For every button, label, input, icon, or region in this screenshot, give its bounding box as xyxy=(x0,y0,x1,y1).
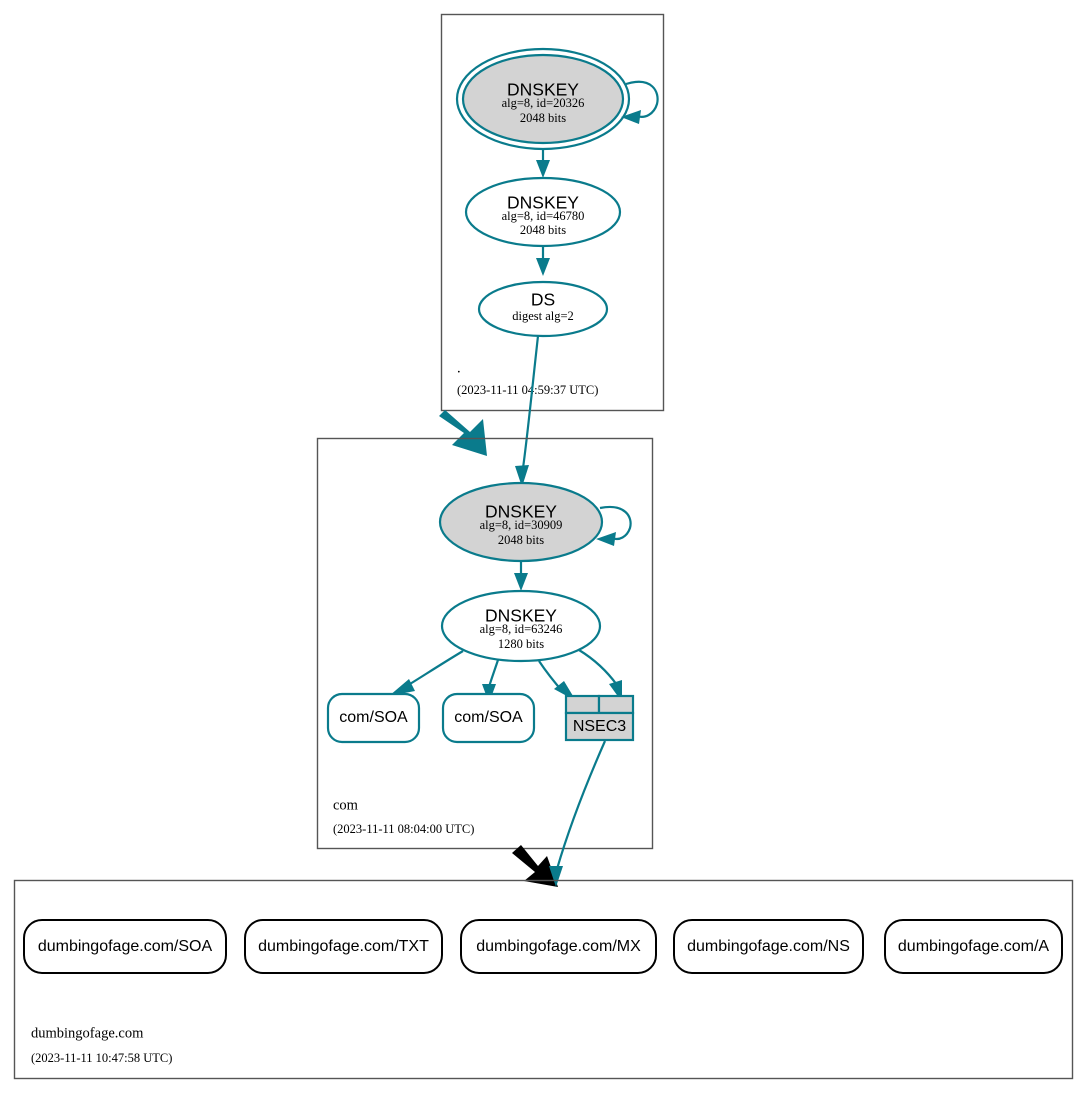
zone-cluster-dumbingofage-border xyxy=(13,879,1074,1080)
doa-a-label: dumbingofage.com/A xyxy=(898,938,1050,955)
root-ds-digest: digest alg=2 xyxy=(512,309,574,323)
com-soa-1-box xyxy=(326,692,421,744)
com-zsk-title: DNSKEY xyxy=(485,606,557,626)
doa-txt-box xyxy=(244,919,443,974)
com-soa-2-label: com/SOA xyxy=(454,709,523,726)
edge-com-zsk-signs-soa-1 xyxy=(389,650,464,696)
zone-label-com-name: com xyxy=(333,797,359,813)
doa-a-box xyxy=(884,919,1063,974)
zone-cluster-com: DNSKEY alg=8, id=30909 2048 bits DNSKEY … xyxy=(316,437,654,850)
node-doa-a[interactable]: dumbingofage.com/A xyxy=(884,919,1063,974)
doa-soa-box xyxy=(23,919,227,974)
com-ksk-title: DNSKEY xyxy=(485,502,557,522)
doa-ns-label: dumbingofage.com/NS xyxy=(687,938,850,955)
zone-cluster-com-border xyxy=(316,437,654,850)
root-zsk-alg-id: alg=8, id=46780 xyxy=(502,209,585,223)
edge-root-ksk-signs-zsk xyxy=(536,149,550,178)
nsec3-header-cell-left xyxy=(564,694,601,715)
root-ds-title: DS xyxy=(531,290,555,310)
node-root-ksk[interactable]: DNSKEY alg=8, id=20326 2048 bits xyxy=(455,47,631,151)
doa-soa-label: dumbingofage.com/SOA xyxy=(38,938,213,955)
root-ksk-title: DNSKEY xyxy=(507,80,579,100)
node-com-zsk[interactable]: DNSKEY alg=8, id=63246 1280 bits xyxy=(440,589,602,663)
node-doa-txt[interactable]: dumbingofage.com/TXT xyxy=(244,919,443,974)
zone-label-root-name: . xyxy=(457,360,461,376)
node-root-ds[interactable]: DS digest alg=2 xyxy=(477,280,609,338)
edge-delegation-com-to-dumbingofage xyxy=(512,845,558,887)
zone-cluster-dumbingofage: dumbingofage.com/SOA dumbingofage.com/TX… xyxy=(13,879,1074,1080)
edge-com-ksk-self-signature xyxy=(596,505,632,546)
node-com-soa-1[interactable]: com/SOA xyxy=(326,692,421,744)
root-zsk-bits: 2048 bits xyxy=(520,223,566,237)
com-ksk-bits: 2048 bits xyxy=(498,533,544,547)
com-soa-1-label: com/SOA xyxy=(339,709,408,726)
doa-ns-box xyxy=(673,919,864,974)
zone-cluster-root-border xyxy=(440,13,665,412)
edge-nsec3-proves-insecure-delegation xyxy=(549,740,607,887)
edge-root-zsk-signs-ds xyxy=(536,246,550,276)
root-ds-ring xyxy=(477,280,609,338)
node-root-zsk[interactable]: DNSKEY alg=8, id=46780 2048 bits xyxy=(464,176,622,248)
node-com-soa-2[interactable]: com/SOA xyxy=(441,692,536,744)
com-ksk-alg-id: alg=8, id=30909 xyxy=(480,518,563,532)
node-doa-soa[interactable]: dumbingofage.com/SOA xyxy=(23,919,227,974)
node-doa-ns[interactable]: dumbingofage.com/NS xyxy=(673,919,864,974)
edge-root-ksk-self-signature xyxy=(621,80,659,124)
com-zsk-alg-id: alg=8, id=63246 xyxy=(480,622,563,636)
com-zsk-bits: 1280 bits xyxy=(498,637,544,651)
edge-com-ksk-signs-zsk xyxy=(514,561,528,591)
zone-label-dumbingofage-timestamp: (2023-11-11 10:47:58 UTC) xyxy=(31,1051,172,1065)
root-ksk-bits: 2048 bits xyxy=(520,111,566,125)
edge-delegation-root-to-com xyxy=(439,410,487,456)
root-zsk-title: DNSKEY xyxy=(507,193,579,213)
doa-mx-box xyxy=(460,919,657,974)
root-ksk-inner-ring xyxy=(461,53,625,145)
root-ksk-alg-id: alg=8, id=20326 xyxy=(502,96,585,110)
node-com-ksk[interactable]: DNSKEY alg=8, id=30909 2048 bits xyxy=(438,481,604,563)
doa-mx-label: dumbingofage.com/MX xyxy=(476,938,641,955)
node-com-nsec3[interactable]: NSEC3 xyxy=(564,694,635,742)
doa-txt-label: dumbingofage.com/TXT xyxy=(258,938,429,955)
zone-cluster-root: DNSKEY alg=8, id=20326 2048 bits DNSKEY … xyxy=(440,13,665,412)
com-zsk-ring xyxy=(440,589,602,663)
zone-label-com-timestamp: (2023-11-11 08:04:00 UTC) xyxy=(333,822,474,836)
nsec3-header-cell-right xyxy=(597,694,635,715)
edge-root-ds-to-com-ksk xyxy=(515,335,540,487)
zone-label-root-timestamp: (2023-11-11 04:59:37 UTC) xyxy=(457,383,598,397)
nsec3-label: NSEC3 xyxy=(573,718,626,735)
nsec3-body-cell xyxy=(564,711,635,742)
node-doa-mx[interactable]: dumbingofage.com/MX xyxy=(460,919,657,974)
zone-label-dumbingofage-name: dumbingofage.com xyxy=(31,1025,144,1041)
com-soa-2-box xyxy=(441,692,536,744)
edge-com-zsk-signs-nsec3-right xyxy=(578,649,622,702)
